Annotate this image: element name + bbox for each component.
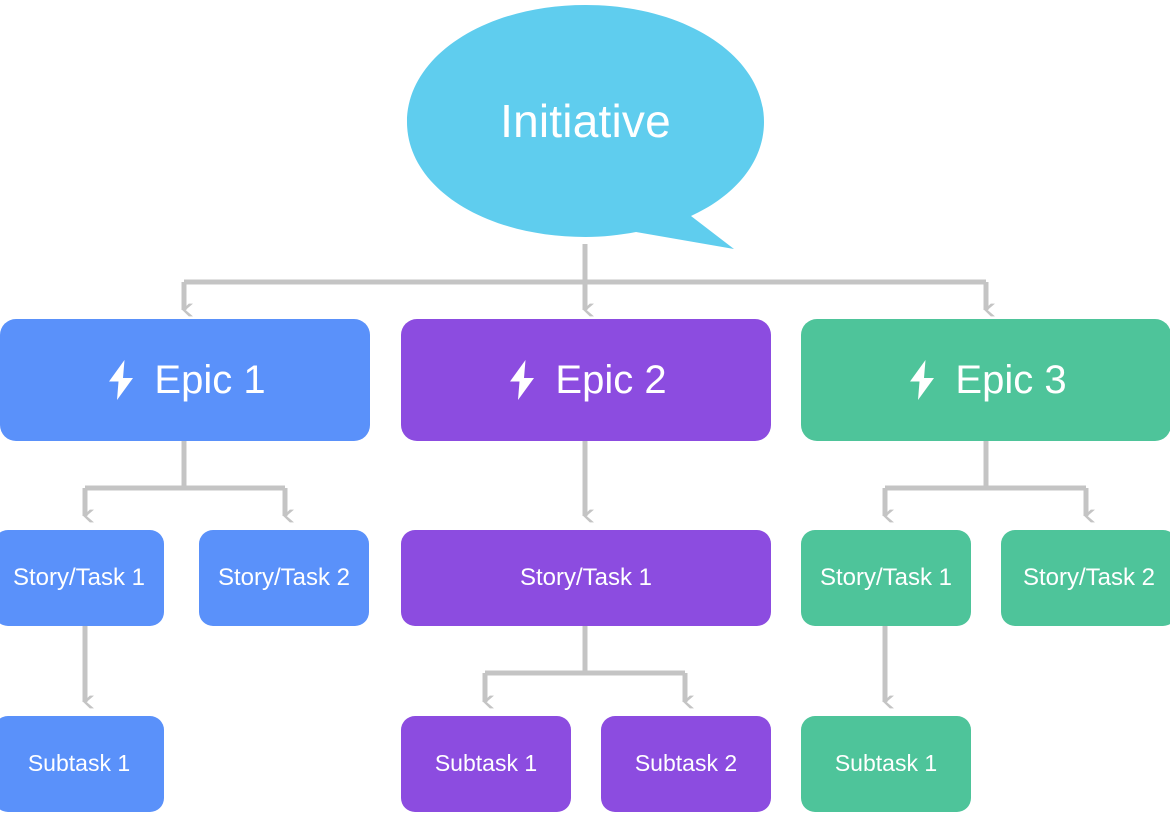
lightning-bolt-icon xyxy=(505,358,539,402)
subtask-label-epic2-1: Subtask 1 xyxy=(434,750,538,777)
epic-node-3[interactable]: Epic 3 xyxy=(801,319,1170,441)
epic-label-1: Epic 1 xyxy=(154,358,266,402)
story-label-epic3-2: Story/Task 2 xyxy=(1022,563,1156,591)
subtask-node-epic2-1[interactable]: Subtask 1 xyxy=(401,716,571,812)
lightning-bolt-icon xyxy=(905,358,939,402)
lightning-bolt-icon xyxy=(104,358,138,402)
story-label-epic3-1: Story/Task 1 xyxy=(819,563,953,591)
story-node-epic3-2[interactable]: Story/Task 2 xyxy=(1001,530,1170,626)
story-label-epic1-2: Story/Task 2 xyxy=(217,563,351,591)
story-label-epic2-1: Story/Task 1 xyxy=(519,563,653,591)
story-label-epic1-1: Story/Task 1 xyxy=(12,563,146,591)
initiative-label: Initiative xyxy=(500,95,671,147)
epic-label-3: Epic 3 xyxy=(955,358,1067,402)
speech-bubble-shape xyxy=(407,5,764,249)
subtask-node-epic2-2[interactable]: Subtask 2 xyxy=(601,716,771,812)
story-node-epic3-1[interactable]: Story/Task 1 xyxy=(801,530,971,626)
story-node-epic1-1[interactable]: Story/Task 1 xyxy=(0,530,164,626)
subtask-node-epic1-1[interactable]: Subtask 1 xyxy=(0,716,164,812)
story-node-epic2-1[interactable]: Story/Task 1 xyxy=(401,530,771,626)
epic-label-2: Epic 2 xyxy=(555,358,667,402)
story-node-epic1-2[interactable]: Story/Task 2 xyxy=(199,530,369,626)
subtask-node-epic3-1[interactable]: Subtask 1 xyxy=(801,716,971,812)
epic-node-2[interactable]: Epic 2 xyxy=(401,319,771,441)
epic-node-1[interactable]: Epic 1 xyxy=(0,319,370,441)
initiative-node[interactable]: Initiative xyxy=(404,2,767,252)
subtask-label-epic1-1: Subtask 1 xyxy=(27,750,131,777)
subtask-label-epic2-2: Subtask 2 xyxy=(634,750,738,777)
subtask-label-epic3-1: Subtask 1 xyxy=(834,750,938,777)
